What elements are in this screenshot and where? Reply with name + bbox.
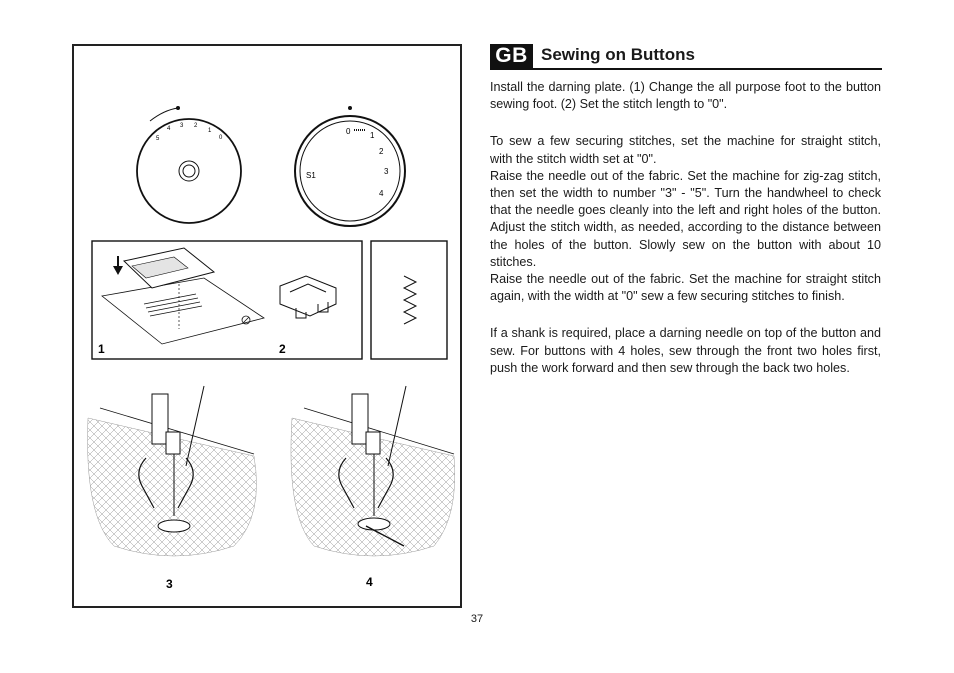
- zigzag-stitch-box: [370, 240, 448, 360]
- button-sewing-foot-drawing: [279, 275, 337, 319]
- instructions-text: Install the darning plate. (1) Change th…: [490, 79, 881, 377]
- dial-mark: 2: [379, 147, 384, 156]
- dial-mark: 2: [194, 123, 198, 129]
- dial-mark: 0: [219, 135, 223, 141]
- paragraph: If a shank is required, place a darning …: [490, 326, 881, 375]
- zigzag-stitch-symbol: [402, 275, 418, 325]
- page-title: Sewing on Buttons: [541, 45, 695, 64]
- dial-mark: 4: [167, 126, 171, 132]
- paragraph: Install the darning plate. (1) Change th…: [490, 80, 881, 112]
- figure-label: 2: [279, 342, 286, 356]
- section-heading: GB Sewing on Buttons: [490, 44, 882, 70]
- illustration-panel: 5 4 3 2 1 0 0 1 2 3 4 S1: [72, 44, 462, 608]
- paragraph: Raise the needle out of the fabric. Set …: [490, 168, 881, 269]
- dial-mark: 5: [156, 136, 160, 142]
- paragraph: To sew a few securing stitches, set the …: [490, 134, 881, 166]
- language-badge: GB: [490, 44, 533, 68]
- illustration-drawing: 5 4 3 2 1 0 0 1 2 3 4 S1: [87, 106, 456, 591]
- dial-mark: 0: [346, 127, 351, 136]
- sewing-step-3-drawing: [87, 385, 257, 557]
- dial-mark: 3: [384, 167, 389, 176]
- dial-mark: 4: [379, 189, 384, 198]
- figure-label: 4: [366, 575, 373, 589]
- stitch-width-dial: 5 4 3 2 1 0: [136, 106, 242, 224]
- darning-plate-drawing: [101, 247, 265, 345]
- paragraph: Raise the needle out of the fabric. Set …: [490, 272, 881, 304]
- dial-mark: S1: [306, 171, 316, 180]
- dial-mark: 1: [208, 128, 212, 134]
- dial-mark: 1: [370, 131, 375, 140]
- stitch-length-dial: 0 1 2 3 4 S1: [294, 106, 406, 227]
- figure-label: 1: [98, 342, 105, 356]
- dial-mark: 3: [180, 123, 184, 129]
- figure-label: 3: [166, 577, 173, 591]
- sewing-step-4-drawing: [290, 385, 456, 557]
- page-number: 37: [470, 613, 484, 625]
